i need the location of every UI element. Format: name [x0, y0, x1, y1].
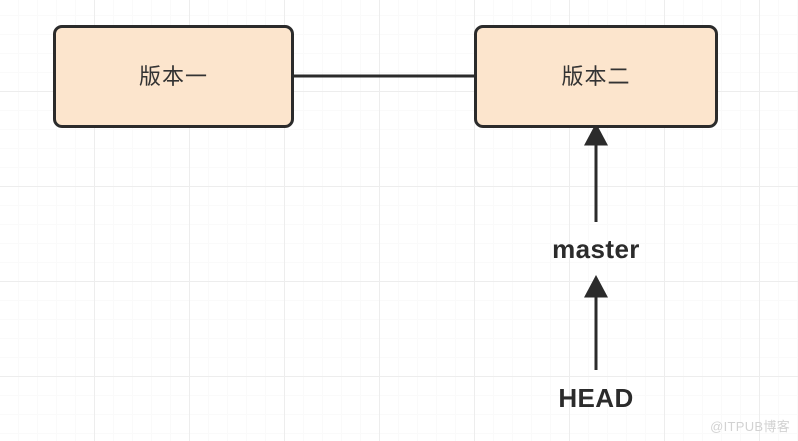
- node-version-two-label: 版本二: [561, 63, 631, 89]
- ref-label-master: master: [552, 234, 640, 264]
- ref-label-head: HEAD: [558, 383, 634, 413]
- node-version-two[interactable]: 版本二: [474, 25, 718, 128]
- watermark: @ITPUB博客: [710, 419, 790, 434]
- node-version-one-label: 版本一: [138, 63, 208, 89]
- node-version-one[interactable]: 版本一: [53, 25, 294, 128]
